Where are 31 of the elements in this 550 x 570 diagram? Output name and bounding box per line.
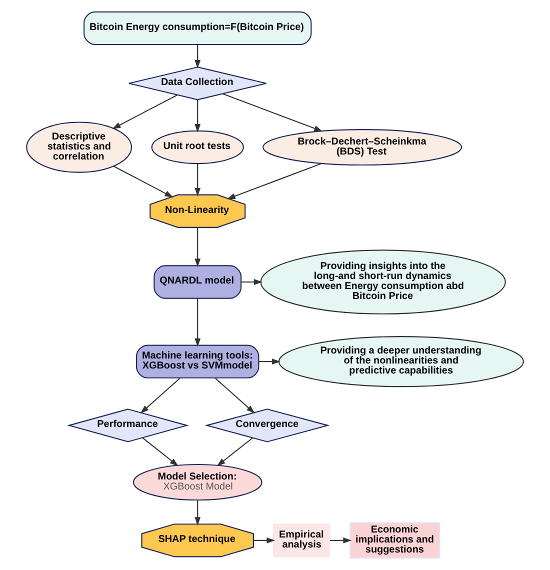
arrow — [194, 44, 201, 69]
node-diamond: Data Collection — [128, 66, 267, 100]
arrow — [214, 378, 255, 414]
node-ellipse: Model Selection: XGBoost Model — [132, 464, 262, 501]
arrow — [226, 163, 322, 200]
node-ellipse: Brock–Dechert–Scheinkma (BDS) Test — [262, 128, 462, 166]
arrow — [330, 537, 352, 544]
arrow — [112, 94, 178, 130]
arrow — [222, 93, 323, 132]
arrow — [258, 358, 280, 365]
node-box: QNARDL model — [154, 265, 242, 299]
arrow — [194, 164, 201, 196]
node-box: Bitcoin Energy consumption=F(Bitcoin Price) — [84, 11, 312, 46]
node-diamond: Performance — [66, 408, 189, 442]
node-ellipse: Providing insights into the long-and short-run dynamics between Energy consumption abd Bitcoin Price — [260, 250, 506, 314]
arrow — [140, 378, 180, 414]
arrow — [194, 298, 201, 347]
node-box: Machine learning tools: XGBoost vs SVMmodel — [136, 344, 260, 378]
arrow — [113, 166, 174, 198]
node-box: Empirical analysis — [273, 524, 330, 558]
arrow — [194, 500, 201, 526]
node-ellipse: Unit root tests — [151, 130, 244, 164]
arrow — [194, 228, 201, 268]
arrow — [194, 100, 201, 133]
node-ellipse: Providing a deeper understanding of the nonlinearities and predictive capabilities — [278, 336, 524, 388]
arrow — [216, 438, 253, 466]
arrow — [142, 437, 178, 466]
node-diamond: Convergence — [204, 408, 330, 442]
node-box: Economic implications and suggestions — [350, 522, 440, 559]
arrow — [254, 537, 276, 544]
arrow — [241, 279, 262, 285]
